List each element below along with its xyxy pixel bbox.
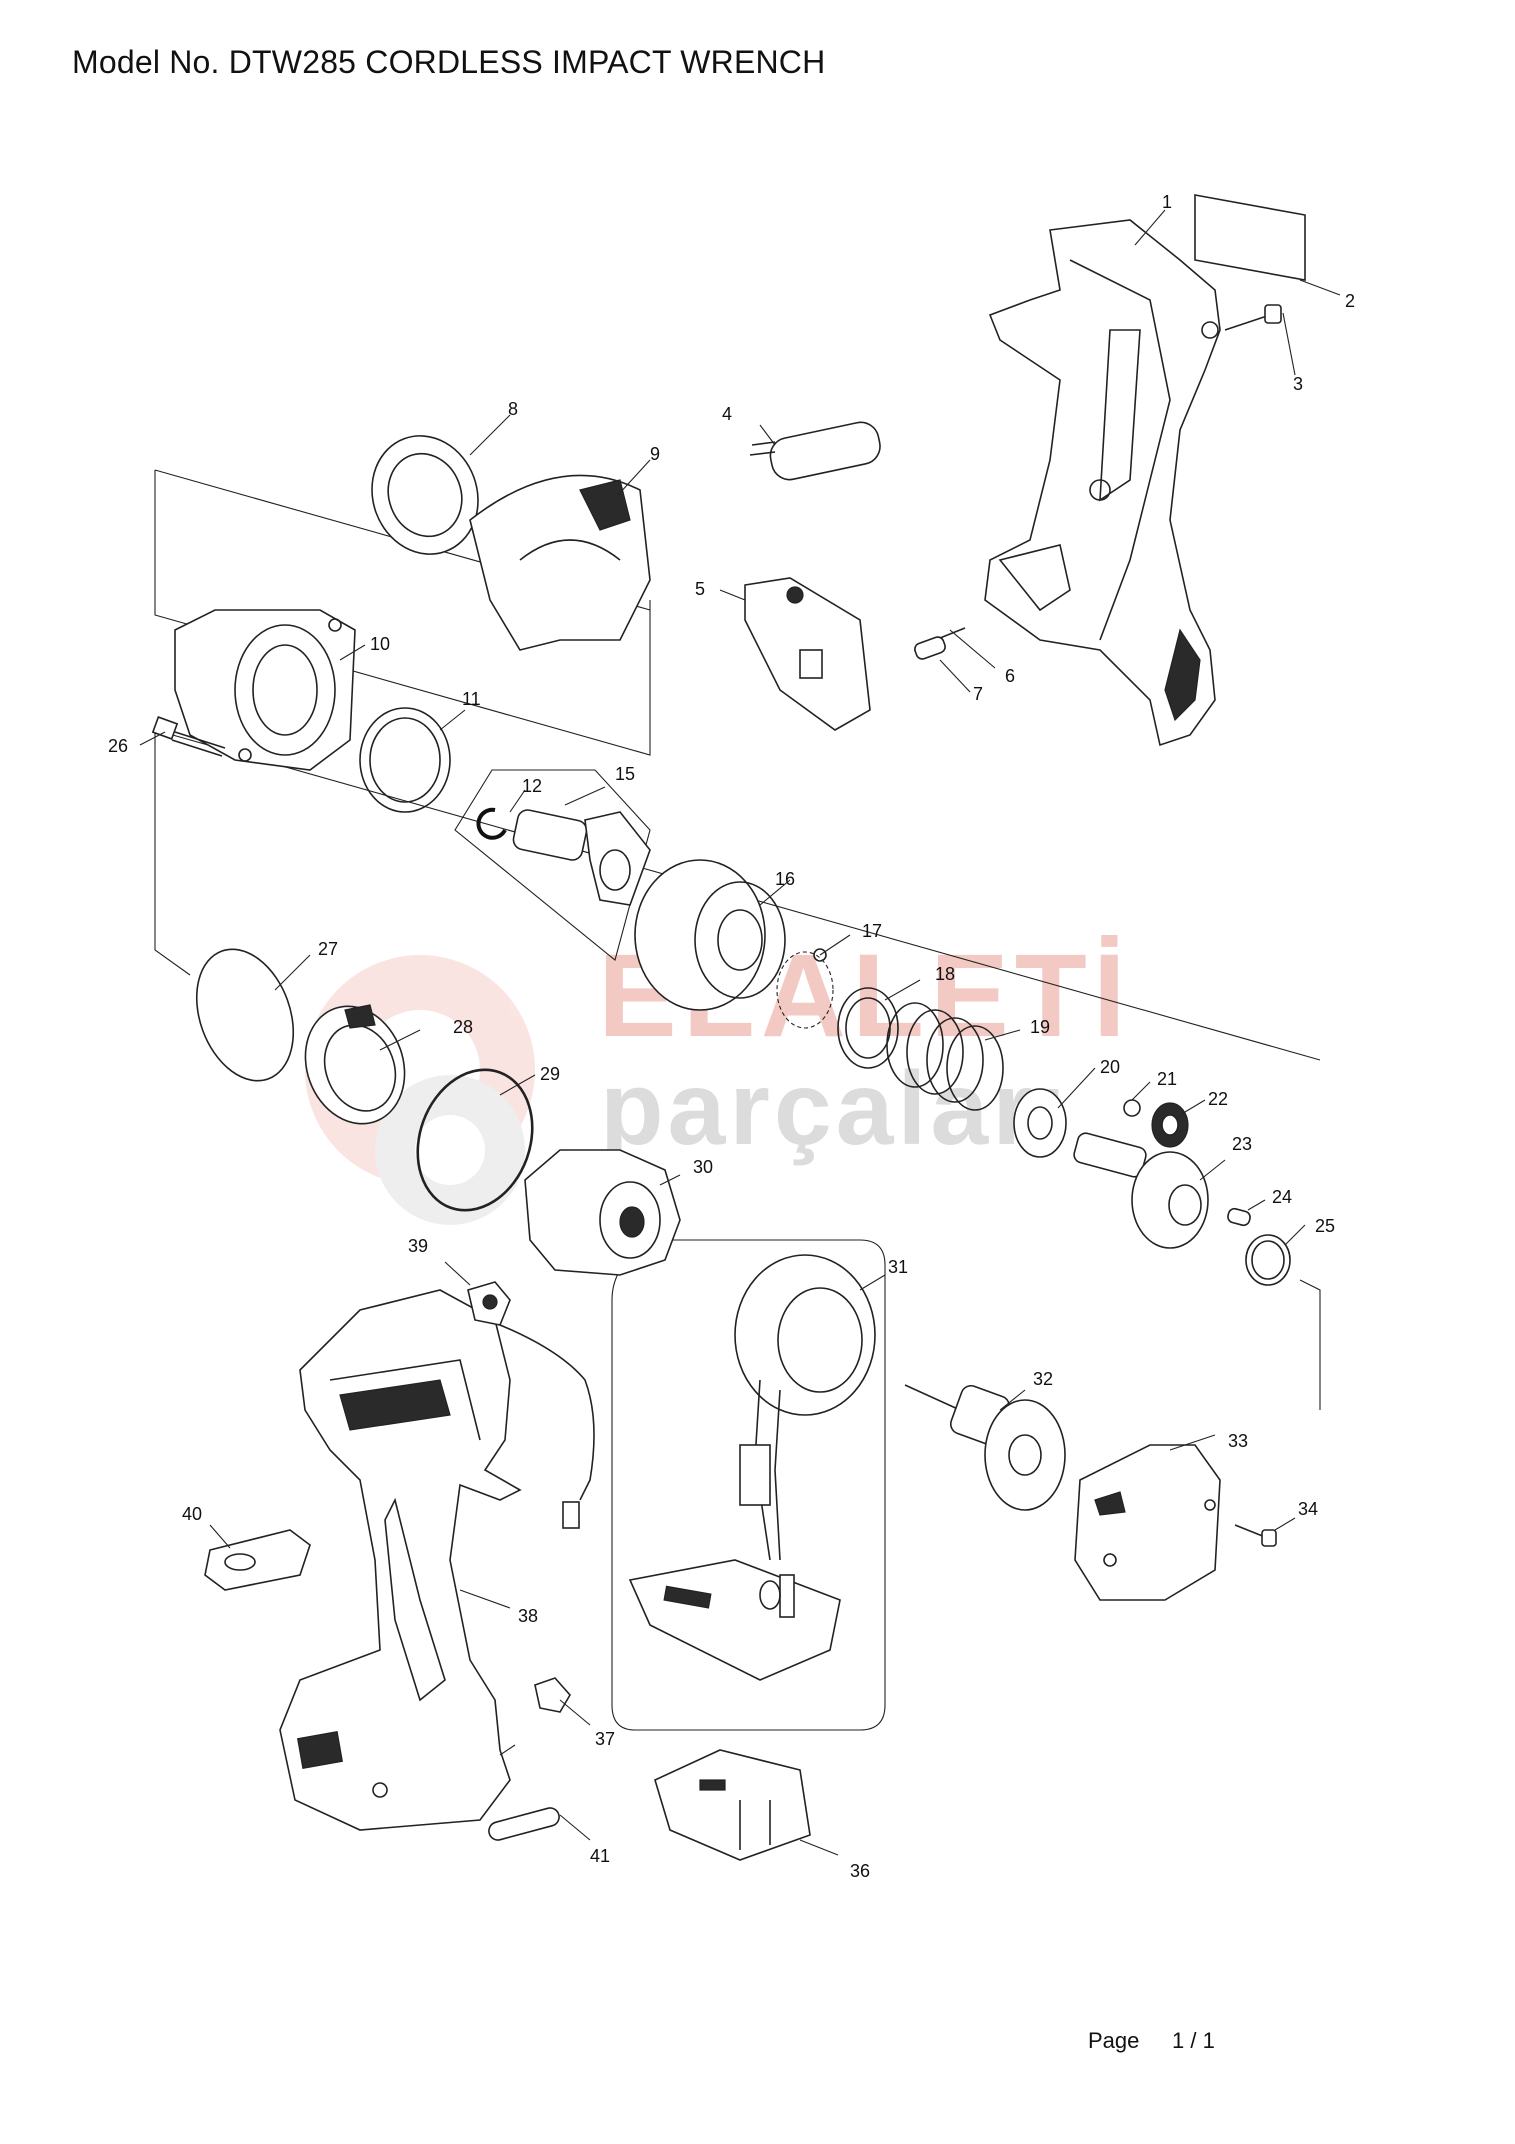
large-o-ring-part [416, 1068, 534, 1212]
o-ring-part [1245, 1234, 1291, 1286]
callout-40: 40 [182, 1504, 202, 1524]
pin-24-part [1227, 1207, 1251, 1227]
callout-9: 9 [650, 444, 660, 464]
callout-27: 27 [318, 939, 338, 959]
retaining-ring-part [476, 807, 507, 840]
callout-34: 34 [1298, 1499, 1318, 1519]
hammer-part [634, 859, 786, 1011]
callout-23: 23 [1232, 1134, 1252, 1154]
housing-right-part [984, 219, 1221, 747]
rear-cover-part [1074, 1444, 1221, 1601]
callout-38: 38 [518, 1606, 538, 1626]
small-cap-part [534, 1677, 571, 1713]
leader-lines [139, 209, 1341, 1856]
housing-set-part [279, 1289, 522, 1831]
spur-gear-part [1151, 1102, 1189, 1148]
switch-lever-part [749, 421, 881, 481]
footer-page-number: 1 / 1 [1172, 2028, 1215, 2053]
screw-part [1224, 304, 1282, 331]
gear-housing-part [524, 1149, 681, 1276]
callout-6: 6 [1005, 666, 1015, 686]
callout-32: 32 [1033, 1369, 1053, 1389]
callout-7: 7 [973, 684, 983, 704]
steel-ball-ring-part [776, 948, 834, 1029]
rubber-pin-part [488, 1807, 560, 1841]
callout-37: 37 [595, 1729, 615, 1749]
steel-ball-part [1123, 1099, 1141, 1117]
callout-3: 3 [1293, 374, 1303, 394]
callout-22: 22 [1208, 1089, 1228, 1109]
label-plate-part [1194, 194, 1306, 281]
callout-31: 31 [888, 1257, 908, 1277]
footer-page-label: Page [1088, 2028, 1140, 2053]
callout-1: 1 [1162, 192, 1172, 212]
callout-17: 17 [862, 921, 882, 941]
callout-39: 39 [408, 1236, 428, 1256]
callout-24: 24 [1272, 1187, 1292, 1207]
compression-spring-part [886, 1002, 1004, 1111]
callout-8: 8 [508, 399, 518, 419]
callout-15: 15 [615, 764, 635, 784]
callout-18: 18 [935, 964, 955, 984]
callout-25: 25 [1315, 1216, 1335, 1236]
ring-spring-part [195, 948, 295, 1082]
tapping-screw-part [1234, 1524, 1277, 1547]
spindle-part [1073, 1132, 1209, 1249]
callout-5: 5 [695, 579, 705, 599]
callout-2: 2 [1345, 291, 1355, 311]
watermark-subtitle: parçaları [600, 1051, 1070, 1167]
bolt-part [151, 716, 226, 757]
callout-16: 16 [775, 869, 795, 889]
callout-36: 36 [850, 1861, 870, 1881]
hammer-case-part [174, 609, 356, 771]
callout-33: 33 [1228, 1431, 1248, 1451]
callout-26: 26 [108, 736, 128, 756]
spring-cap-part [914, 636, 946, 660]
led-circuit-part [467, 1281, 595, 1529]
callout-4: 4 [722, 404, 732, 424]
callout-10: 10 [370, 634, 390, 654]
callout-11: 11 [462, 689, 481, 709]
ring-part [371, 435, 479, 555]
rotor-part [904, 1384, 1066, 1511]
stator-part [734, 1254, 876, 1561]
switch-part [744, 577, 871, 731]
callout-41: 41 [590, 1846, 610, 1866]
anvil-part [512, 809, 651, 906]
callout-21: 21 [1157, 1069, 1177, 1089]
page-title: Model No. DTW285 CORDLESS IMPACT WRENCH [72, 44, 826, 80]
washer-part [359, 707, 451, 813]
rubber-button-part [204, 1529, 311, 1591]
controller-board-part [628, 1559, 841, 1681]
callout-29: 29 [540, 1064, 560, 1084]
callout-labels: 1 2 3 4 5 6 7 8 9 10 11 12 15 16 17 18 1… [108, 192, 1355, 1881]
callout-30: 30 [693, 1157, 713, 1177]
callout-28: 28 [453, 1017, 473, 1037]
callout-12: 12 [522, 776, 542, 796]
internal-gear-part [304, 1004, 406, 1125]
callout-20: 20 [1100, 1057, 1120, 1077]
hammer-case-cover-part [469, 474, 651, 651]
terminal-part [654, 1749, 811, 1861]
callout-19: 19 [1030, 1017, 1050, 1037]
thrust-washer-part [1013, 1088, 1067, 1158]
